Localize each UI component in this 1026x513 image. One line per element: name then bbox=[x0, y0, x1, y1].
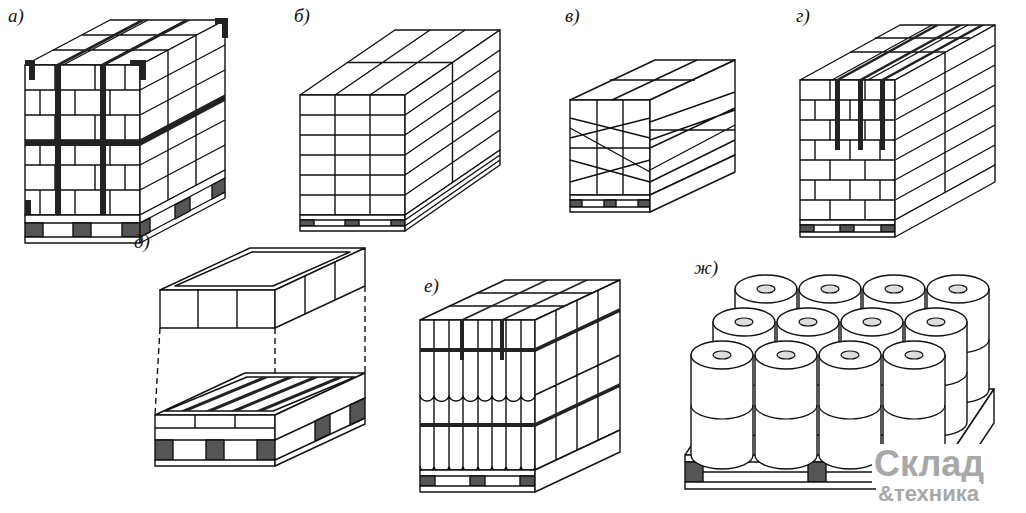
stacked-load bbox=[300, 30, 500, 231]
figure-letter: ж) bbox=[694, 258, 718, 279]
figure-letter: д) bbox=[134, 232, 150, 253]
figure-letter: в) bbox=[565, 6, 580, 27]
watermark: &техника bbox=[876, 482, 981, 506]
capped-pallet bbox=[155, 248, 365, 466]
film-wrapped-load bbox=[570, 60, 735, 212]
figure-letter: г) bbox=[796, 6, 810, 27]
watermark: Склад bbox=[872, 444, 986, 484]
figure-letter: е) bbox=[424, 276, 439, 297]
figure-letter: а) bbox=[8, 6, 24, 27]
roll-load bbox=[685, 275, 994, 489]
crated-load bbox=[25, 18, 228, 243]
strapped-load bbox=[800, 25, 995, 237]
figure-letter: б) bbox=[294, 6, 310, 27]
bottle-load bbox=[420, 280, 620, 492]
